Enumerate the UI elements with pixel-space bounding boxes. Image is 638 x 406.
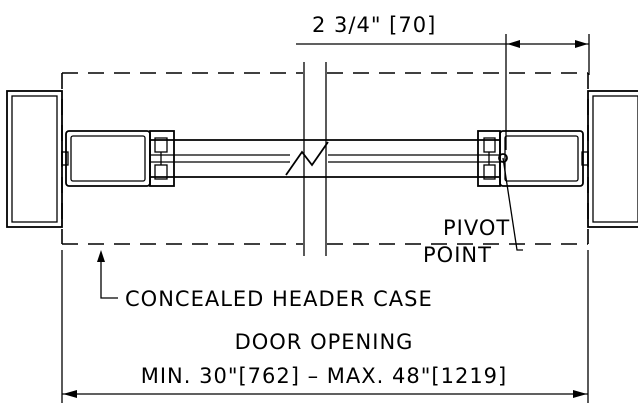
offset-dimension bbox=[296, 34, 590, 150]
pivot-leader-line bbox=[502, 157, 523, 251]
right-frame-clip bbox=[477, 130, 501, 187]
door-opening-size-label: MIN. 30"[762] – MAX. 48"[1219] bbox=[141, 364, 508, 388]
pivot-point-label-line2: POINT bbox=[423, 243, 492, 267]
pivot-point-label-line1: PIVOT bbox=[443, 216, 510, 240]
offset-dimension-label: 2 3/4" [70] bbox=[312, 13, 436, 37]
header-case-leader bbox=[97, 250, 118, 299]
left-wall-jamb bbox=[6, 90, 63, 228]
break-gap-lines bbox=[303, 62, 327, 256]
door-opening-label: DOOR OPENING bbox=[235, 330, 414, 354]
door-opening-dimension bbox=[61, 250, 589, 403]
door-leaf bbox=[61, 130, 589, 187]
right-wall-jamb bbox=[587, 90, 638, 228]
header-case-label: CONCEALED HEADER CASE bbox=[125, 287, 433, 311]
break-symbol bbox=[285, 141, 329, 176]
left-frame-clip bbox=[149, 130, 175, 187]
